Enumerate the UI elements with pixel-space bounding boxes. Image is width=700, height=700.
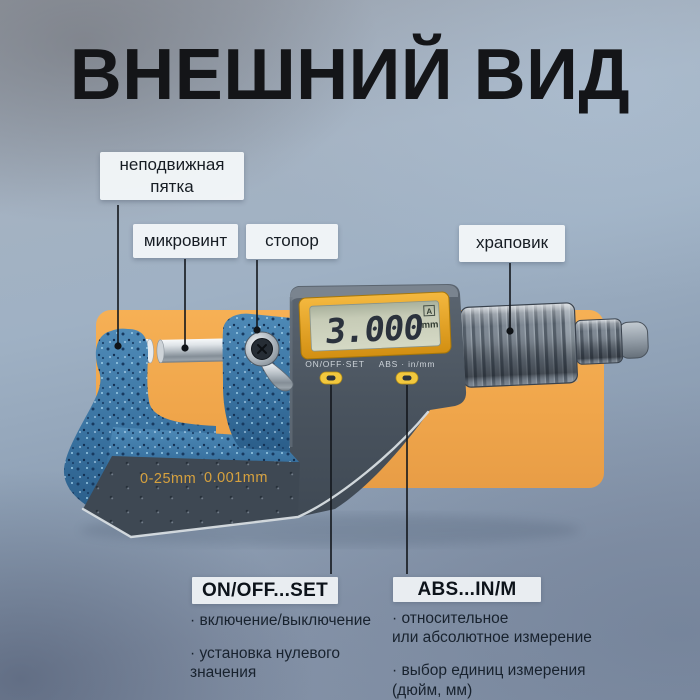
legend-abs-bullet-1: · относительное или абсолютное измерение (392, 610, 592, 647)
abs-inmm-button[interactable] (395, 371, 419, 385)
callout-lines (117, 205, 511, 574)
callout-lock: стопор (246, 224, 338, 259)
lcd-unit: mm (421, 319, 438, 331)
legend-abs-title: ABS...IN/M (393, 577, 541, 602)
ratchet-knob (574, 318, 649, 365)
legend-abs-bullet-2: · выбор единиц измерения (дюйм, мм) (392, 662, 586, 699)
abs-inmm-print: ABS · in/mm (379, 359, 436, 369)
callout-ratchet: храповик (459, 225, 565, 262)
legend-onoff-bullet-2: · установка нулевого значения (190, 645, 341, 682)
frame-plate: 0-25mm 0.001mm (83, 456, 356, 537)
lock-knob (244, 331, 294, 392)
spindle-face (156, 339, 165, 364)
legend-onoff-title: ON/OFF...SET (192, 577, 338, 604)
onoff-set-button[interactable] (319, 371, 343, 385)
legend-onoff-bullet-1: · включение/выключение (190, 612, 372, 629)
lcd-screen (309, 300, 441, 352)
range-spec: 0-25mm (140, 471, 196, 487)
callout-dots (114, 326, 514, 352)
legend-abs-bullets: · относительное или абсолютное измерение… (392, 609, 607, 700)
callout-anvil: неподвижная пятка (100, 152, 244, 200)
legend-onoff-bullets: · включение/выключение · установка нулев… (190, 611, 375, 697)
callout-screw: микровинт (133, 224, 238, 258)
lcd-mode-box (423, 304, 436, 317)
resolution-spec: 0.001mm (204, 470, 268, 486)
lcd-value: 3.000 (324, 308, 425, 352)
thimble (460, 302, 578, 388)
digital-display: 3.000 A mm (298, 291, 452, 360)
lcd-mode: A (426, 307, 432, 316)
onoff-set-print: ON/OFF·SET (305, 359, 364, 369)
lock-lever (257, 357, 294, 392)
frame-edge-highlight (81, 410, 430, 539)
page-title: ВНЕШНИЙ ВИД (69, 35, 631, 115)
